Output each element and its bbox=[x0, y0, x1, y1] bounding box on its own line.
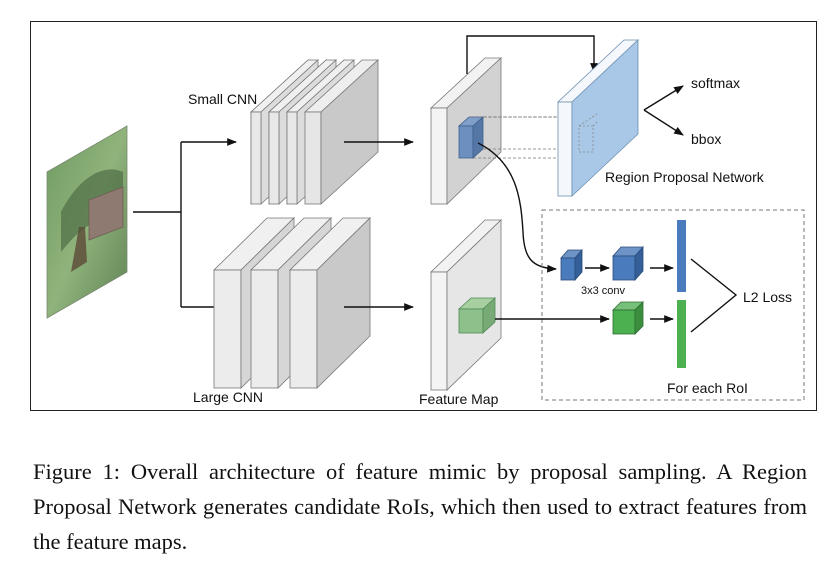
architecture-diagram: Small CNN Large CNN Feature Map Region P… bbox=[46, 35, 805, 407]
roi-feature-cube-green bbox=[612, 301, 644, 335]
green-feature-vector bbox=[677, 300, 686, 368]
roi-box bbox=[88, 186, 124, 241]
l2-loss-label: L2 Loss bbox=[743, 289, 792, 305]
caption-text: Overall architecture of feature mimic by… bbox=[33, 459, 807, 554]
input-image bbox=[46, 125, 128, 319]
rpn-output-arrows bbox=[643, 85, 684, 136]
small-cnn-label: Small CNN bbox=[188, 91, 257, 107]
conv-label: 3x3 conv bbox=[581, 285, 626, 297]
large-cnn-layer-3 bbox=[289, 217, 371, 389]
bbox-label: bbox bbox=[691, 131, 721, 147]
figure-caption: Figure 1: Overall architecture of featur… bbox=[33, 454, 807, 559]
feature-map-label: Feature Map bbox=[419, 391, 499, 407]
rpn-input-arrow bbox=[466, 35, 598, 74]
small-cnn-layers bbox=[249, 59, 380, 205]
for-each-roi-label: For each RoI bbox=[667, 380, 748, 396]
roi-feature-cube-small bbox=[560, 248, 583, 282]
roi-to-conv-arrow bbox=[477, 142, 557, 273]
rpn-window bbox=[578, 113, 598, 153]
large-feature-cube bbox=[457, 297, 497, 334]
roi-feature-cube-conv bbox=[612, 245, 644, 282]
rpn-block bbox=[556, 39, 640, 197]
small-cnn-layer-4 bbox=[303, 59, 380, 205]
large-cnn-label: Large CNN bbox=[193, 389, 263, 405]
rpn-label: Region Proposal Network bbox=[605, 169, 765, 185]
softmax-label: softmax bbox=[691, 75, 740, 91]
blue-feature-vector bbox=[677, 220, 686, 292]
small-feature-cube bbox=[457, 116, 485, 159]
l2-loss-lines bbox=[690, 258, 738, 333]
large-cnn-layers bbox=[213, 217, 371, 389]
figure-label: Figure 1: bbox=[33, 459, 121, 484]
per-roi-box bbox=[541, 209, 805, 401]
architecture-figure: Small CNN Large CNN Feature Map Region P… bbox=[30, 21, 817, 411]
